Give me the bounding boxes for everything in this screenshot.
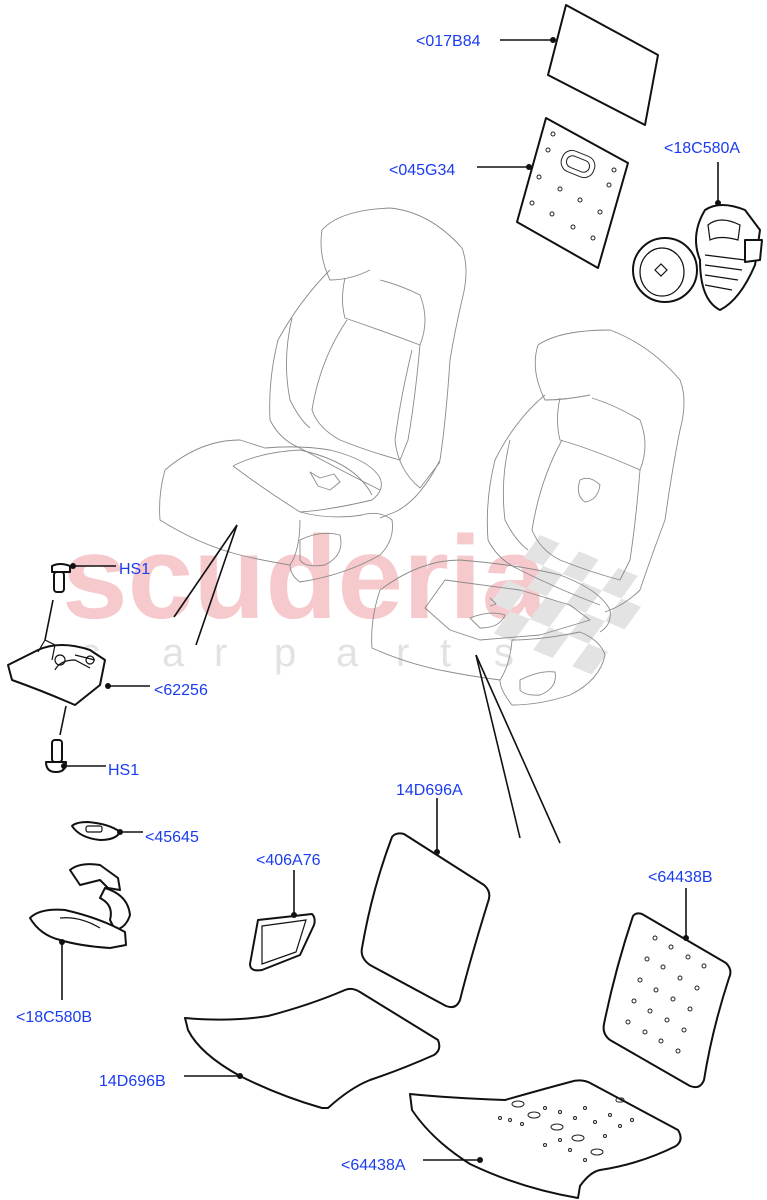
part-64438B[interactable]: <64438B [602, 869, 732, 1089]
callout-64438A[interactable]: <64438A [341, 1157, 406, 1174]
callout-406A76[interactable]: <406A76 [256, 852, 321, 869]
part-18C580B[interactable]: <18C580B [16, 863, 131, 1026]
part-18C580A[interactable]: <18C580A [632, 140, 763, 311]
seat-left-outline [159, 207, 467, 583]
callout-14D696A[interactable]: 14D696A [396, 782, 463, 799]
watermark-brand: scuderia [62, 512, 549, 644]
callout-45645[interactable]: <45645 [145, 829, 199, 846]
svg-text:r: r [214, 631, 227, 675]
seat-right-outline [371, 329, 685, 706]
part-406A76[interactable]: <406A76 [249, 852, 321, 972]
part-45645[interactable]: <45645 [71, 821, 199, 846]
callout-14D696B[interactable]: 14D696B [99, 1073, 166, 1090]
part-64438A[interactable]: <64438A [341, 1079, 682, 1199]
svg-text:t: t [440, 631, 451, 675]
svg-text:p: p [274, 631, 296, 675]
bolt-guide-line-top [44, 599, 54, 641]
callout-62256[interactable]: <62256 [154, 682, 208, 699]
part-017B84[interactable]: <017B84 [416, 4, 659, 126]
bolt-guide-line-bottom [59, 705, 67, 736]
part-HS1-top[interactable]: HS1 [51, 561, 150, 593]
callout-045G34[interactable]: <045G34 [389, 162, 455, 179]
checkered-flag-icon [490, 535, 641, 675]
callout-HS1-bottom[interactable]: HS1 [108, 762, 139, 779]
watermark: scuderia c a r p a r t s [62, 512, 641, 675]
callout-017B84[interactable]: <017B84 [416, 33, 481, 50]
part-HS1-bottom[interactable]: HS1 [45, 739, 139, 779]
callout-18C580A[interactable]: <18C580A [664, 140, 740, 157]
part-14D696B[interactable]: 14D696B [99, 987, 441, 1109]
callout-HS1-top[interactable]: HS1 [119, 561, 150, 578]
svg-text:a: a [162, 631, 185, 675]
part-14D696A[interactable]: 14D696A [360, 782, 491, 1009]
part-045G34[interactable]: <045G34 [389, 117, 629, 269]
svg-text:r: r [396, 631, 409, 675]
svg-text:s: s [494, 631, 514, 675]
svg-text:a: a [336, 631, 359, 675]
callout-64438B[interactable]: <64438B [648, 869, 713, 886]
part-62256[interactable]: <62256 [7, 639, 208, 706]
seat-leader-lines [173, 524, 561, 844]
callout-18C580B[interactable]: <18C580B [16, 1009, 92, 1026]
